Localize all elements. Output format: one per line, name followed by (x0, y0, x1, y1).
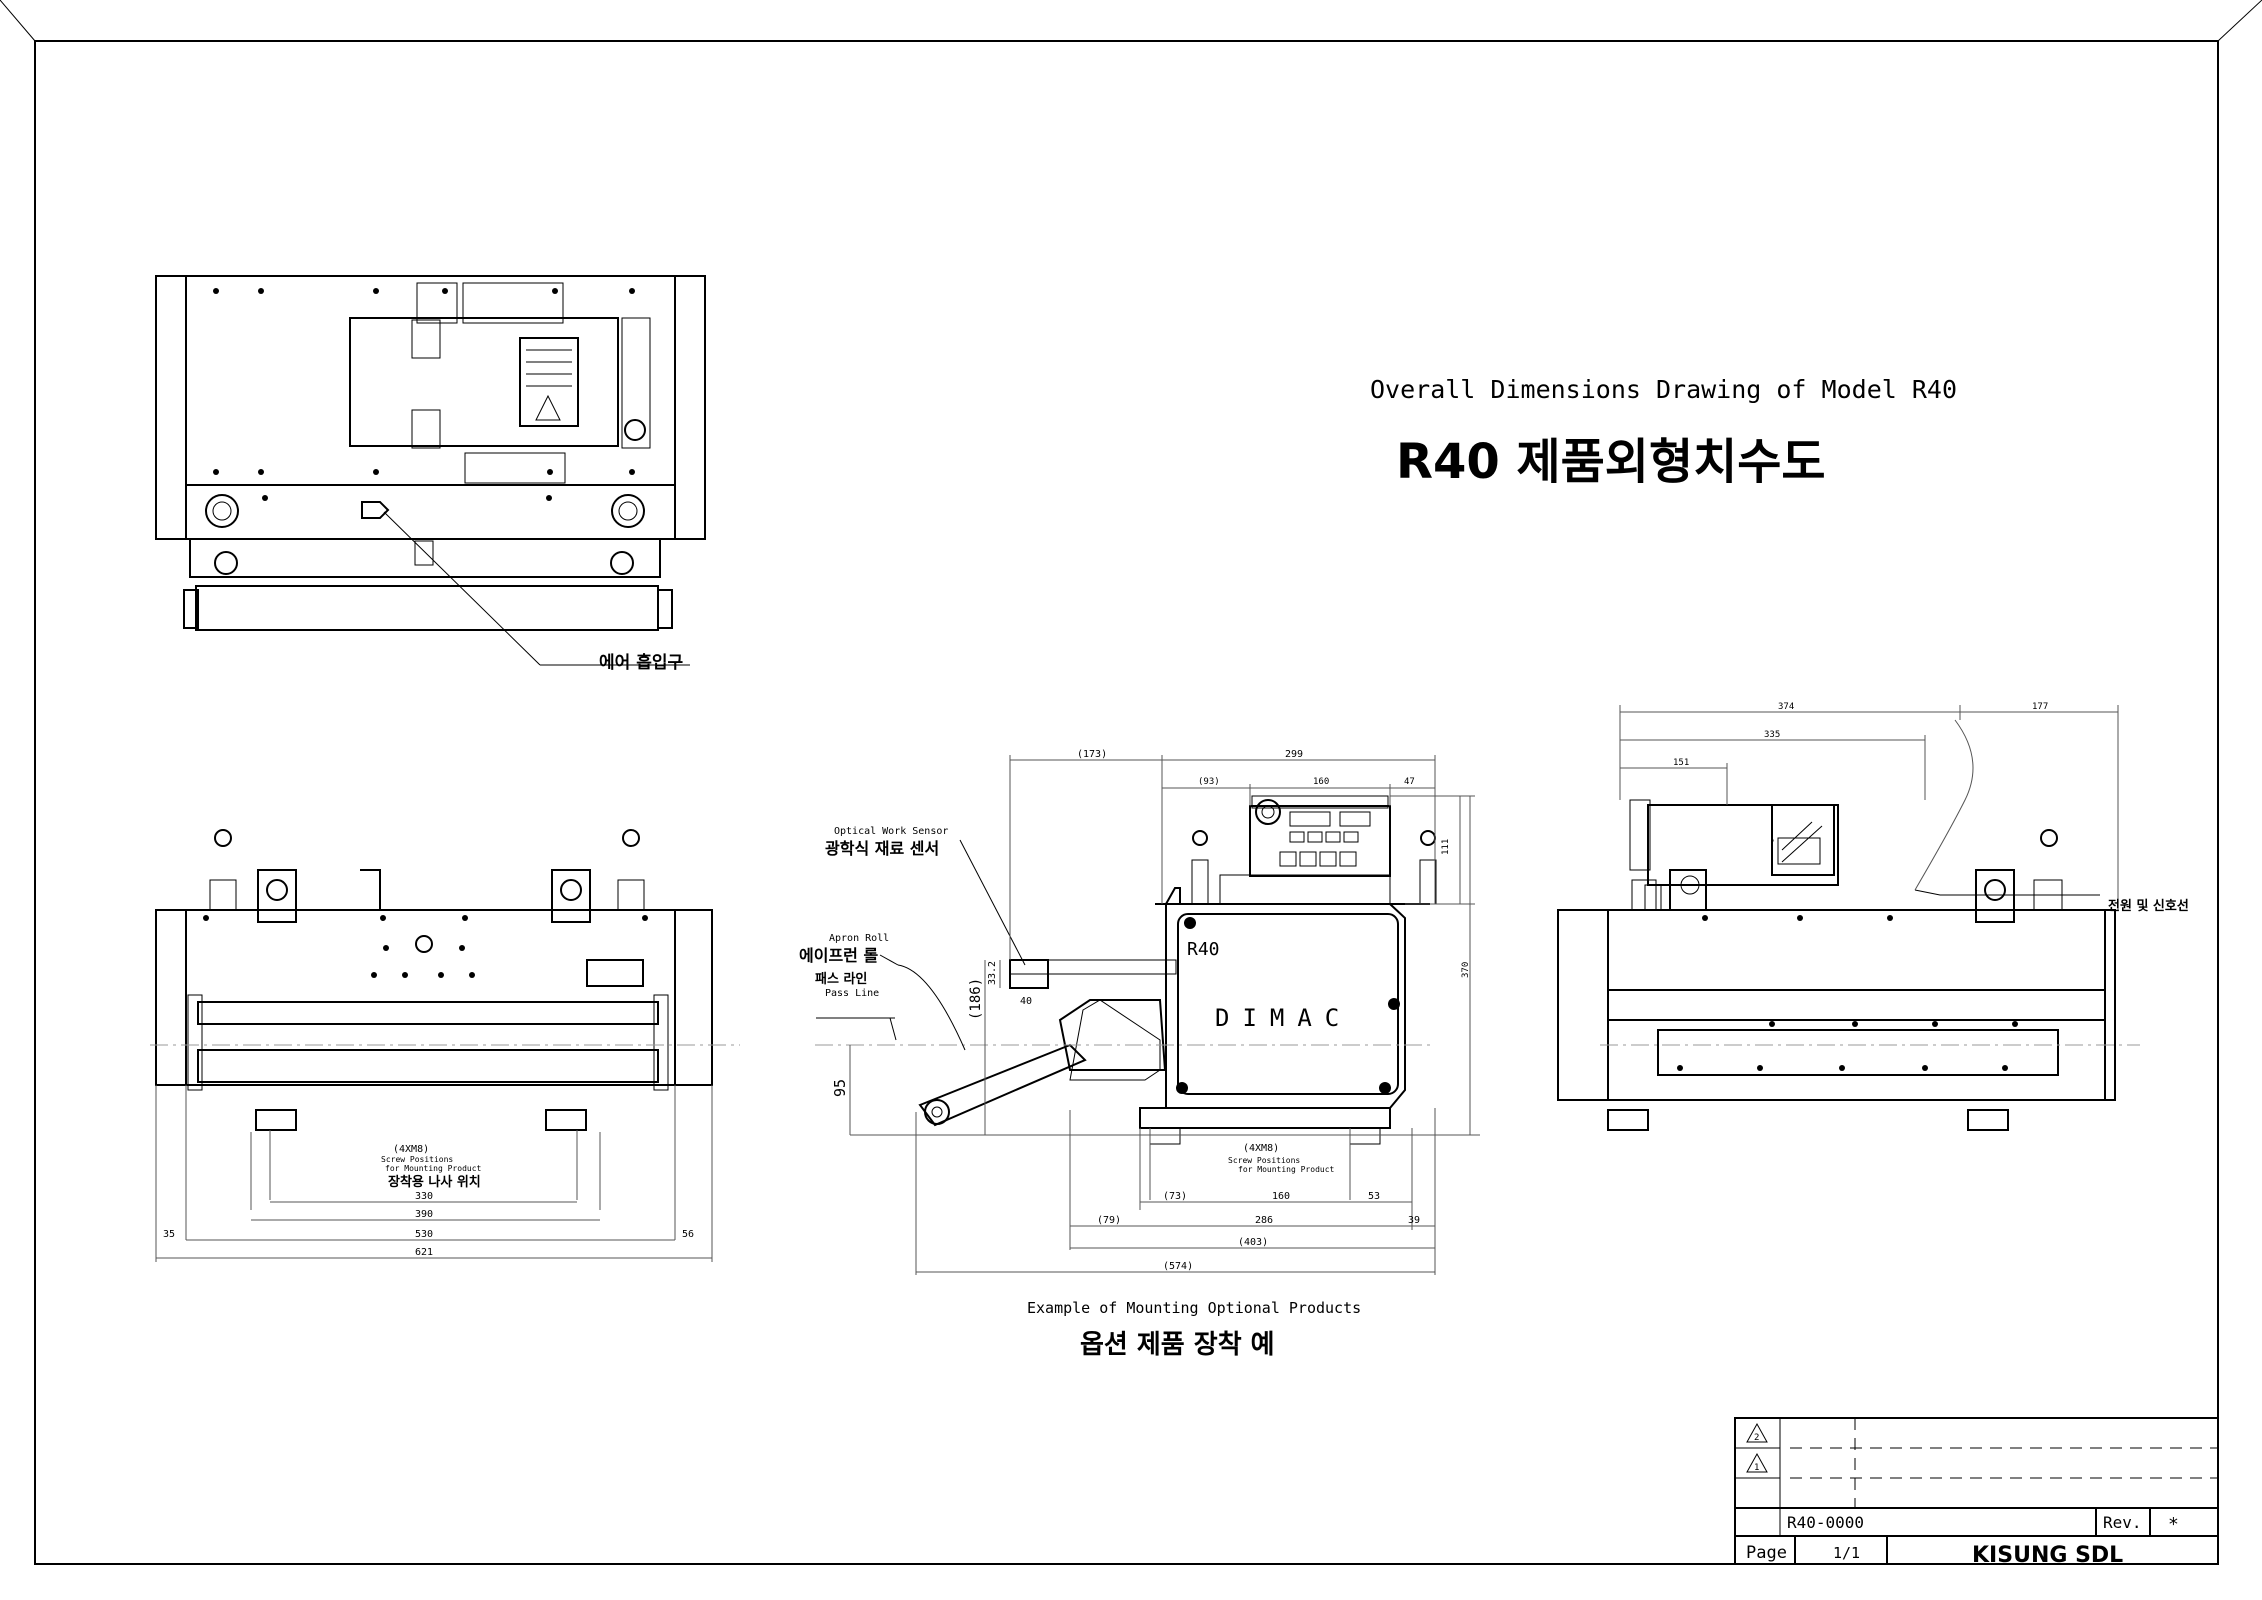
dim-370: 370 (1461, 962, 1471, 978)
dim-160-top: 160 (1313, 777, 1329, 787)
dim-335: 335 (1764, 730, 1780, 740)
optical-sensor-en: Optical Work Sensor (834, 826, 948, 837)
side-screw-qty: (4XM8) (1243, 1143, 1279, 1154)
page-value: 1/1 (1833, 1544, 1860, 1562)
dim-93: (93) (1198, 777, 1220, 787)
top-view: 에어 흡입구 (155, 275, 706, 673)
drawing-title-english: Overall Dimensions Drawing of Model R40 (1370, 375, 1957, 404)
dim-73: (73) (1163, 1191, 1187, 1202)
rev-mark-2: 2 (1754, 1433, 1759, 1443)
rev-value: * (2168, 1514, 2179, 1535)
optical-sensor-ko: 광학식 재료 센서 (825, 839, 939, 858)
pass-line-ko: 패스 라인 (815, 971, 867, 987)
side-screw-positions-1: Screw Positions (1228, 1156, 1300, 1165)
front-screw-positions-1: Screw Positions (381, 1155, 453, 1164)
dim-173: (173) (1077, 749, 1107, 760)
front-screw-qty: (4XM8) (393, 1144, 429, 1155)
apron-roll-ko: 에이프런 롤 (799, 946, 878, 965)
dimac-brand: DIMAC (1215, 1004, 1352, 1032)
dim-111: 111 (1441, 839, 1451, 855)
dim-33-2: 33.2 (987, 961, 998, 985)
dim-53: 53 (1368, 1191, 1380, 1202)
side-view: R40 DIMAC Optical Work Sensor 광학식 재료 센서 … (799, 749, 1480, 1360)
front-screw-positions-korean: 장착용 나사 위치 (388, 1174, 481, 1190)
dim-403: (403) (1238, 1237, 1268, 1248)
pass-line-en: Pass Line (825, 988, 879, 999)
side-body-label: R40 (1187, 939, 1220, 960)
air-inlet-label: 에어 흡입구 (599, 652, 683, 673)
dim-151: 151 (1673, 758, 1689, 768)
apron-roll-en: Apron Roll (829, 933, 889, 944)
sheet-border (34, 40, 2219, 1565)
dim-299: 299 (1285, 749, 1303, 760)
dim-186: (186) (968, 978, 984, 1020)
dim-330: 330 (415, 1191, 433, 1202)
dim-621: 621 (415, 1247, 433, 1258)
rev-label: Rev. (2103, 1513, 2142, 1532)
dim-47: 47 (1404, 777, 1415, 787)
dim-160-bottom: 160 (1272, 1191, 1290, 1202)
dim-95: 95 (831, 1079, 849, 1097)
dim-530: 530 (415, 1229, 433, 1240)
caption-korean: 옵션 제품 장착 예 (1080, 1330, 1275, 1360)
dim-35: 35 (163, 1229, 175, 1240)
dim-177: 177 (2032, 702, 2048, 712)
front-view: (4XM8) Screw Positions for Mounting Prod… (150, 829, 740, 1262)
page-label: Page (1746, 1543, 1787, 1563)
power-signal-label: 전원 및 신호선 (2108, 898, 2189, 914)
dim-286: 286 (1255, 1215, 1273, 1226)
rear-view: 374 177 335 151 전원 및 신호선 (1557, 702, 2189, 1131)
title-block: 2 1 R40-0000 Rev. * Page 1/1 KISUNG SDL (1734, 1417, 2219, 1568)
dim-39: 39 (1408, 1215, 1420, 1226)
dim-79: (79) (1097, 1215, 1121, 1226)
dim-56: 56 (682, 1229, 694, 1240)
dim-374: 374 (1778, 702, 1794, 712)
drawing-title-korean: R40 제품외형치수도 (1396, 434, 1826, 490)
rev-mark-1: 1 (1754, 1463, 1759, 1473)
dim-574: (574) (1163, 1261, 1193, 1272)
dim-390: 390 (415, 1209, 433, 1220)
front-screw-positions-2: for Mounting Product (385, 1164, 482, 1173)
dim-40: 40 (1020, 996, 1032, 1007)
side-screw-positions-2: for Mounting Product (1238, 1165, 1335, 1174)
drawing-number: R40-0000 (1787, 1513, 1864, 1532)
company-name: KISUNG SDL (1972, 1543, 2123, 1568)
caption-english: Example of Mounting Optional Products (1027, 1299, 1361, 1317)
